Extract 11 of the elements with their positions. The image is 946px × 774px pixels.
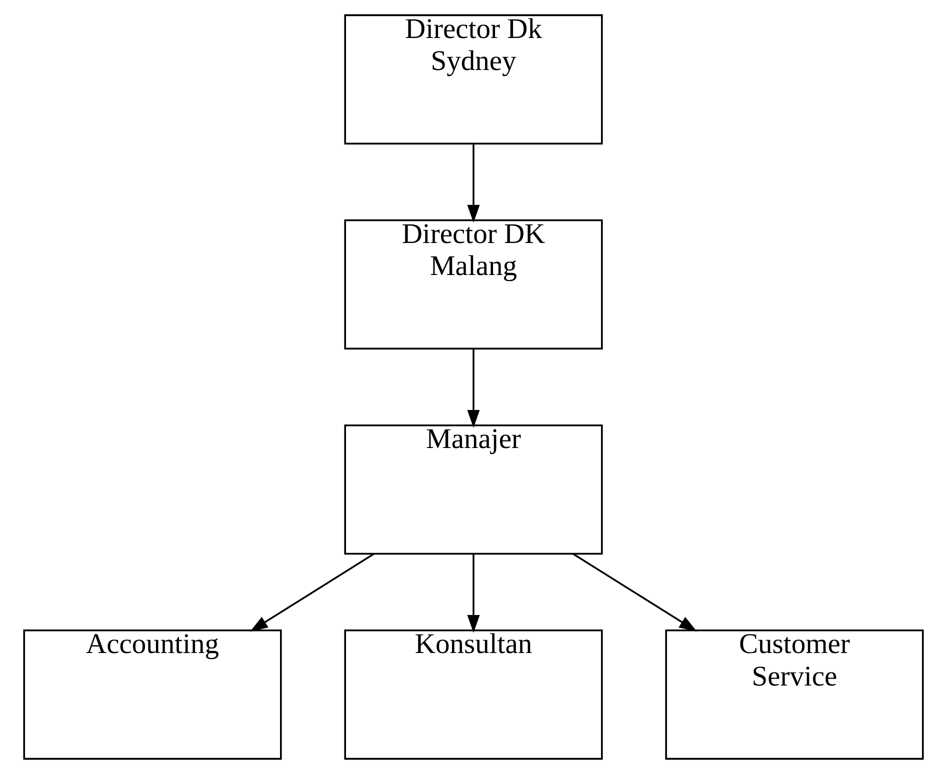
arrow [466, 554, 480, 633]
node-box: Manajer [344, 424, 602, 555]
arrow [466, 144, 480, 223]
node-box: Director Dk Sydney [344, 14, 602, 144]
node-box: Konsultan [344, 630, 602, 760]
node-box: Customer Service [664, 630, 924, 760]
arrow [249, 553, 374, 632]
node-box: Accounting [22, 630, 282, 760]
node-box: Director DK Malang [344, 219, 602, 350]
arrow [466, 348, 480, 428]
arrow [572, 553, 697, 632]
